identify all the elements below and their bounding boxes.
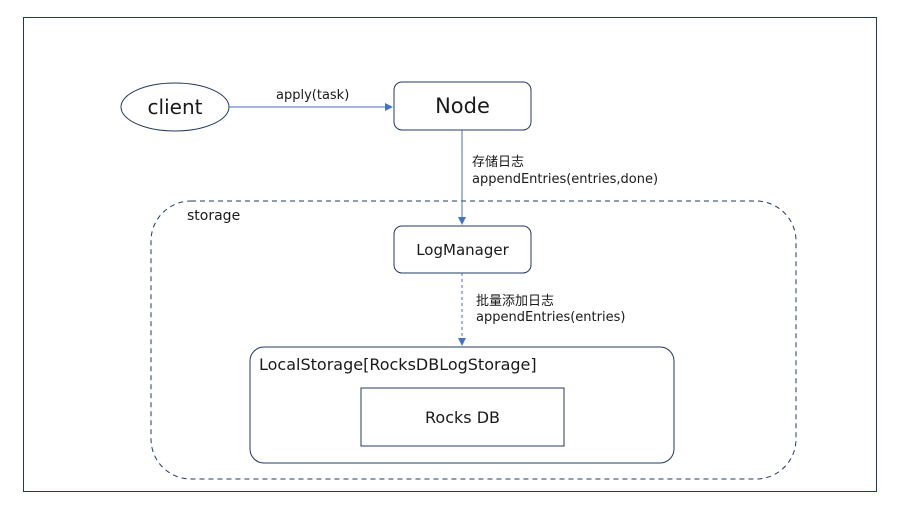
node-label: Node <box>435 94 490 118</box>
local-storage-label: LocalStorage[RocksDBLogStorage] <box>259 355 537 374</box>
edge-label-apply: apply(task) <box>276 88 350 103</box>
edge-label-batch-add-log: 批量添加日志 <box>476 294 555 309</box>
client-node: client <box>121 83 229 131</box>
node-box: Node <box>394 82 531 130</box>
edge-label-store-log: 存储日志 <box>472 155 525 170</box>
storage-group-border <box>150 200 797 480</box>
log-manager-box: LogManager <box>394 226 531 273</box>
rocks-db-label: Rocks DB <box>425 407 500 427</box>
diagram-frame <box>23 17 877 492</box>
rocks-db-shape <box>360 387 565 447</box>
log-manager-label: LogManager <box>416 240 509 259</box>
storage-group-label: storage <box>187 208 241 224</box>
edge-label-append-entries: appendEntries(entries) <box>476 310 626 325</box>
edge-label-append-entries-done: appendEntries(entries,done) <box>472 172 659 187</box>
client-label: client <box>147 95 203 119</box>
rocks-db-box: Rocks DB <box>361 388 564 446</box>
